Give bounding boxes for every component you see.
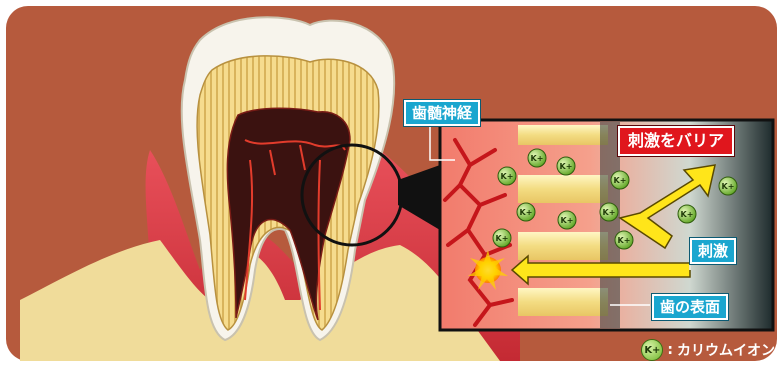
potassium-ion-label: K+	[618, 236, 631, 245]
legend-ion-name: カリウムイオン	[677, 340, 775, 360]
potassium-ion-label: K+	[560, 162, 573, 171]
potassium-ion-label: K+	[603, 208, 616, 217]
potassium-ion-icon: K+	[641, 339, 663, 361]
potassium-ion-label: K+	[561, 216, 574, 225]
potassium-ion-label: K+	[722, 182, 735, 191]
potassium-ion-label: K+	[496, 234, 509, 243]
potassium-ion-label: K+	[520, 208, 533, 217]
stimulus-label: 刺激	[690, 238, 736, 264]
pulp-nerve-label: 歯髄神経	[404, 100, 480, 126]
dentin-tubule-bar	[518, 125, 608, 145]
potassium-ion-label: K+	[531, 154, 544, 163]
barrier-label: 刺激をバリア	[618, 126, 734, 156]
potassium-ion-label: K+	[501, 172, 514, 181]
potassium-ion-label: K+	[681, 210, 694, 219]
dentin-tubule-bar	[518, 232, 608, 260]
dentin-tubule-bar	[518, 175, 608, 203]
potassium-ion-label: K+	[614, 176, 627, 185]
tubule-openings	[600, 122, 620, 328]
dentin-tubule-bar	[518, 288, 608, 316]
legend: K+ : カリウムイオン	[641, 339, 775, 361]
legend-separator: :	[667, 342, 673, 358]
tooth-surface-label: 歯の表面	[652, 294, 728, 320]
